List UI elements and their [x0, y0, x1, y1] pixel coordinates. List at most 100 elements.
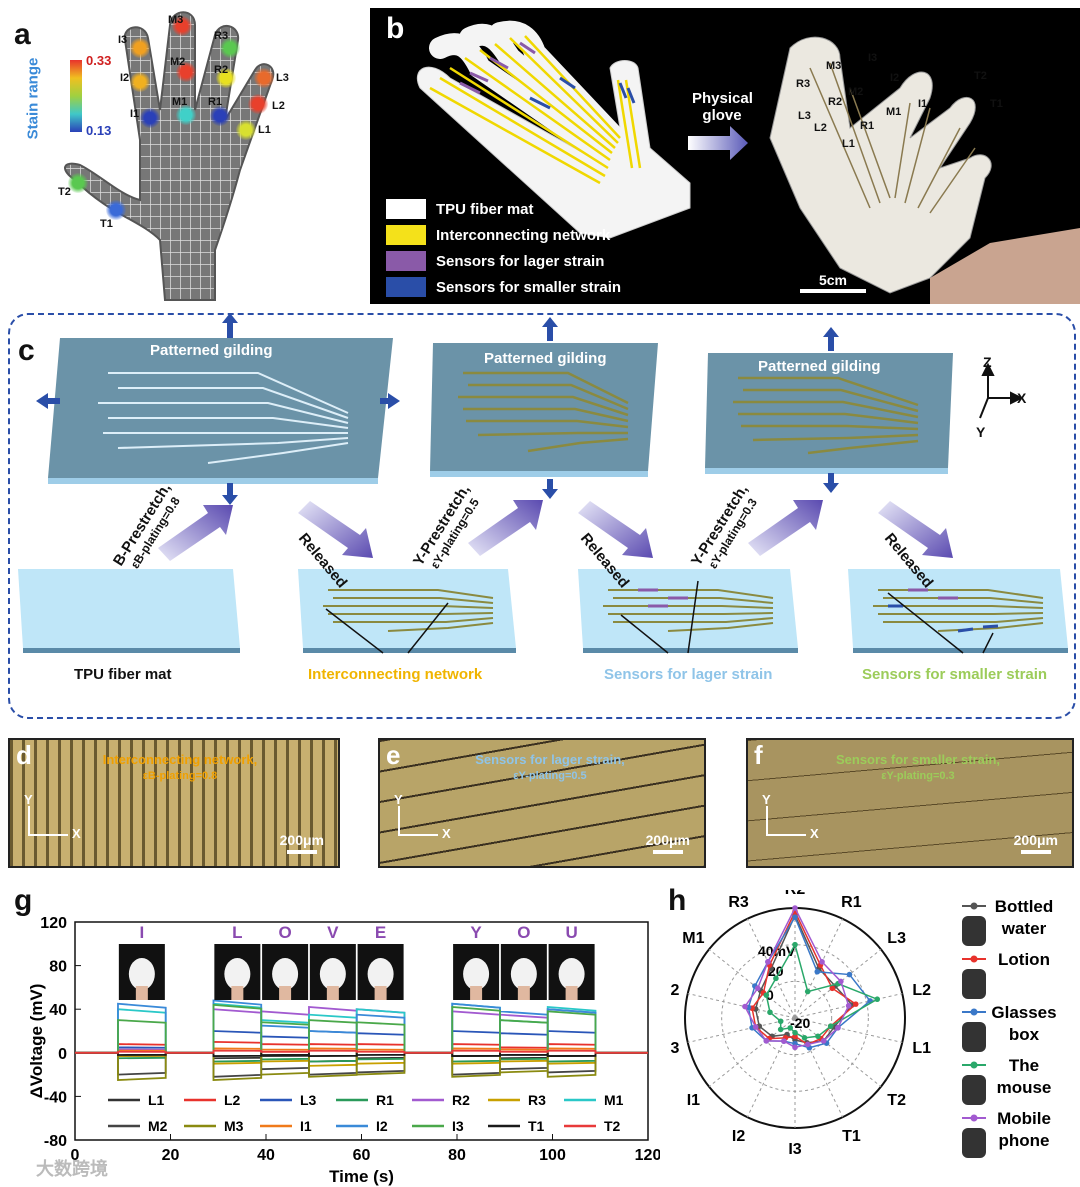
physical-glove-label: Physical glove [692, 90, 752, 124]
sensor-label: I3 [118, 34, 127, 46]
radar-point [838, 979, 844, 985]
panel-letter-f: f [754, 740, 763, 771]
axis-y-label: Y [24, 792, 33, 807]
radar-legend-label: Lotion [998, 950, 1050, 969]
plate-title: Patterned gilding [484, 350, 607, 367]
radar-point [767, 1009, 773, 1015]
y-tick-label: 40 [49, 1002, 67, 1019]
plate-title: Patterned gilding [150, 342, 273, 359]
gesture-letter: Y [470, 923, 482, 942]
panel-letter-b: b [386, 12, 404, 46]
legend-label: Sensors for lager strain [436, 253, 604, 270]
radar-legend-label: phone [999, 1131, 1050, 1150]
legend-label: L3 [300, 1092, 317, 1108]
sensor-label: I2 [120, 72, 129, 84]
axis-x-line [28, 834, 68, 836]
gesture-hand [224, 958, 250, 990]
y-tick-label: 0 [58, 1046, 67, 1063]
gesture-letter: I [139, 923, 144, 942]
radar-point [764, 1038, 770, 1044]
mat-label: Interconnecting network [308, 666, 482, 683]
mat-label: Sensors for smaller strain [862, 666, 1047, 683]
xyz-axes [980, 365, 1021, 418]
radar-axis-label: M2 [670, 982, 679, 999]
object-icon [962, 1075, 986, 1105]
axis-y-label: Y [394, 792, 403, 807]
scale-line [1021, 850, 1051, 854]
micrograph-strain: εY-plating=0.5 [450, 770, 650, 782]
radar-point [846, 1003, 852, 1009]
scale-label: 200μm [1014, 832, 1058, 848]
axis-x-label: X [442, 826, 451, 841]
series-line-T1 [75, 1053, 648, 1056]
legend-swatch [386, 225, 426, 245]
radar-legend-label: Mobile [997, 1109, 1051, 1128]
radar-point [792, 914, 798, 920]
x-tick-label: 60 [353, 1147, 371, 1164]
gesture-letter: E [375, 923, 386, 942]
sensor-dot [130, 38, 150, 58]
radar-axis-label: L2 [912, 982, 931, 999]
radar-point [778, 1018, 784, 1024]
sensor-dot [248, 94, 268, 114]
scale-line [287, 850, 317, 854]
radar-point [853, 1001, 859, 1007]
micrograph-strain: εB-plating=0.8 [80, 770, 280, 782]
legend-label: M2 [148, 1118, 168, 1134]
axis-y: Y [976, 424, 985, 440]
axis-x-line [766, 834, 806, 836]
radar-point [773, 976, 779, 982]
gesture-letter: V [327, 923, 339, 942]
radar-point [781, 1038, 787, 1044]
axis-y-line [28, 806, 30, 836]
legend-label: T1 [528, 1118, 545, 1134]
axis-z: Z [983, 354, 992, 370]
glove-hand-label: M2 [848, 86, 863, 98]
radar-point [765, 959, 771, 965]
sensor-label: M1 [172, 96, 187, 108]
scale-bar-b-line [800, 289, 866, 293]
radar-point [821, 1038, 827, 1044]
radar-point [819, 959, 825, 965]
colorbar-min: 0.13 [86, 123, 111, 138]
micrograph-title: Interconnecting network, [80, 752, 280, 767]
micrograph-strain: εY-plating=0.3 [818, 770, 1018, 782]
object-icon [962, 969, 986, 999]
object-icon [962, 1022, 986, 1052]
radar-axis-label: I2 [732, 1128, 745, 1145]
legend-label: Sensors for smaller strain [436, 279, 621, 296]
sensor-dot [176, 105, 196, 125]
sensor-label: R2 [214, 64, 228, 76]
watermark: 大数跨境 [36, 1155, 108, 1181]
legend-label: L1 [148, 1092, 165, 1108]
glove-hand-label: M3 [826, 60, 841, 72]
radar-legend-marker [971, 1115, 978, 1122]
radar-point [805, 1042, 811, 1048]
axis-x-label: X [810, 826, 819, 841]
series-line-T2 [75, 1051, 648, 1053]
x-tick-label: 120 [635, 1147, 660, 1164]
x-tick-label: 80 [448, 1147, 466, 1164]
gesture-letter: O [278, 923, 291, 942]
legend-label: I2 [376, 1118, 388, 1134]
micrograph-d: dInterconnecting network,εB-plating=0.82… [8, 738, 340, 868]
radar-point [814, 969, 820, 975]
gesture-hand [463, 958, 489, 990]
radar-point [755, 985, 761, 991]
radar-legend-marker [971, 1009, 978, 1016]
sensor-label: L2 [272, 100, 285, 112]
legend-label: L2 [224, 1092, 241, 1108]
sensor-dot [254, 68, 274, 88]
radar-point [847, 972, 853, 978]
sensor-label: L3 [276, 72, 289, 84]
sensor-label: I1 [130, 108, 139, 120]
gesture-letter: L [232, 923, 242, 942]
axis-y-line [766, 806, 768, 836]
colorbar [70, 60, 82, 132]
series-line-R2 [75, 1007, 648, 1053]
sensor-label: L1 [258, 124, 271, 136]
micrograph-scale: 200μm [646, 832, 690, 854]
radar-legend-label: Glasses [991, 1003, 1056, 1022]
mat-label: TPU fiber mat [74, 666, 172, 683]
